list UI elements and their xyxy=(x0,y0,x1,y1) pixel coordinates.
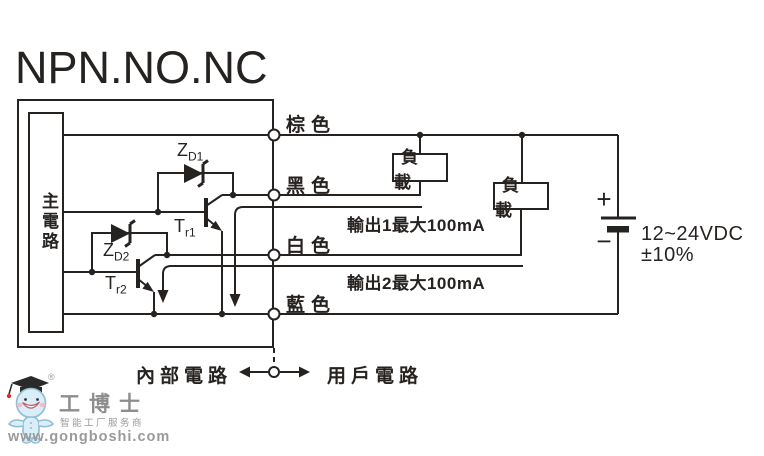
tr2-label-base: T xyxy=(105,273,116,293)
mascot-icon xyxy=(6,376,55,444)
terminal-blue xyxy=(267,307,281,321)
internal-circuit-label: 內部電路 xyxy=(136,366,233,387)
wire-label-black: 黑色 xyxy=(286,176,337,197)
output1-arrowhead xyxy=(229,294,241,307)
main-circuit-label: 主電路 xyxy=(39,192,58,252)
boundary-marker xyxy=(239,348,310,378)
terminal-black xyxy=(267,188,281,202)
zener-zd1-symbol xyxy=(184,159,209,188)
sensor-housing-outline xyxy=(17,99,274,348)
diagram-title: NPN.NO.NC xyxy=(15,42,268,93)
watermark-url: www.gongboshi.com xyxy=(8,429,171,445)
supply-voltage-label: 12~24VDC xyxy=(641,223,744,245)
zd1-loop-wire xyxy=(157,172,234,212)
registered-mark: ® xyxy=(48,372,55,382)
junction-dots xyxy=(88,131,526,318)
zd1-label: ZD1 xyxy=(177,140,203,164)
zener-zd2-symbol xyxy=(111,219,136,248)
load1-box: 負載 xyxy=(392,148,448,192)
watermark-brand: 工博士 xyxy=(59,393,149,416)
user-circuit-label: 用戶電路 xyxy=(327,366,424,387)
tr1-label: Tr1 xyxy=(174,216,196,240)
watermark-logo: ® 工博士 智能工厂服务商 www.gongboshi.com xyxy=(3,370,169,452)
output2-rating-label: 輸出2最大100mA xyxy=(347,274,486,293)
wire-label-blue: 藍色 xyxy=(286,295,337,316)
terminal-white xyxy=(267,248,281,262)
output2-line xyxy=(162,265,523,292)
tr1-label-base: T xyxy=(174,216,185,236)
terminal-brown xyxy=(267,128,281,142)
transistor-tr1-symbol xyxy=(204,194,223,314)
wire-black xyxy=(222,182,421,196)
battery-minus-sign: − xyxy=(596,226,612,256)
output1-line xyxy=(234,206,422,296)
output2-arrowhead xyxy=(157,290,169,303)
tr2-label: Tr2 xyxy=(105,273,127,297)
tr2-label-sub: r2 xyxy=(116,282,127,297)
zd2-label: ZD2 xyxy=(103,240,129,264)
tr1-label-sub: r1 xyxy=(185,225,196,240)
transistor-tr2-symbol xyxy=(136,254,156,314)
supply-tolerance-label: ±10% xyxy=(641,244,695,266)
wire-label-brown: 棕色 xyxy=(286,115,337,136)
wire-label-white: 白色 xyxy=(286,236,337,257)
output1-rating-label: 輸出1最大100mA xyxy=(347,216,486,235)
battery-plus-sign: + xyxy=(596,184,612,214)
zd2-label-base: Z xyxy=(103,240,114,260)
load2-box: 負載 xyxy=(493,176,549,220)
zd2-label-sub: D2 xyxy=(114,249,130,264)
battery-symbol xyxy=(601,216,636,233)
zd1-label-sub: D1 xyxy=(188,149,204,164)
zd1-label-base: Z xyxy=(177,140,188,160)
main-circuit-block xyxy=(28,112,64,333)
terminal-circles xyxy=(267,128,281,321)
watermark-slogan: 智能工厂服务商 xyxy=(60,418,145,429)
